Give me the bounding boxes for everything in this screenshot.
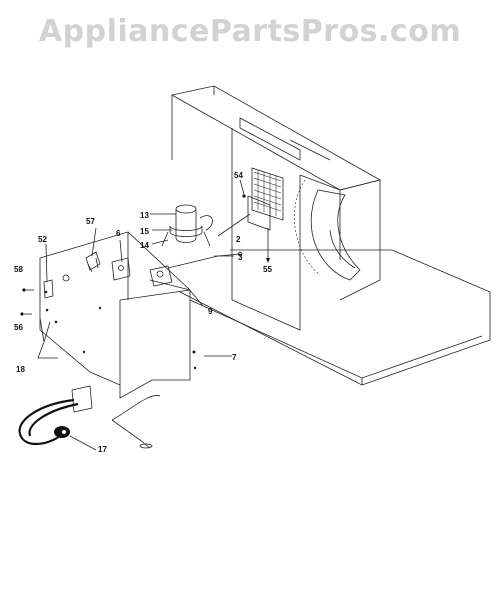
callout-7: 7 bbox=[232, 353, 237, 362]
cabinet-housing bbox=[170, 85, 491, 386]
leader-lines bbox=[37, 179, 251, 451]
selector-switch-57 bbox=[85, 251, 101, 273]
callout-9: 9 bbox=[208, 307, 213, 316]
capacitor-assembly bbox=[161, 204, 213, 247]
callout-14: 14 bbox=[140, 241, 149, 250]
filter-grille-assembly bbox=[242, 167, 284, 263]
callout-55: 55 bbox=[263, 265, 272, 274]
callout-3: 3 bbox=[238, 253, 243, 262]
watermark-logo: AppliancePartsPros.com bbox=[38, 14, 462, 49]
callout-labels: 2 3 6 7 9 13 14 15 17 18 52 54 55 56 57 … bbox=[14, 171, 272, 454]
callout-57: 57 bbox=[86, 217, 95, 226]
screws-56-58 bbox=[20, 288, 34, 316]
sensing-bulb-wire bbox=[111, 395, 161, 449]
callout-15: 15 bbox=[140, 227, 149, 236]
relay-part-9 bbox=[149, 251, 243, 287]
callout-52: 52 bbox=[38, 235, 47, 244]
thermostat-switch-6 bbox=[111, 257, 131, 281]
callout-2: 2 bbox=[236, 235, 241, 244]
terminal-52 bbox=[43, 274, 70, 299]
callout-58: 58 bbox=[14, 265, 23, 274]
callout-13: 13 bbox=[140, 211, 149, 220]
control-panel-bracket bbox=[39, 231, 197, 399]
callout-6: 6 bbox=[116, 229, 121, 238]
callout-18: 18 bbox=[16, 365, 25, 374]
power-cord-17 bbox=[18, 385, 93, 446]
callout-56: 56 bbox=[14, 323, 23, 332]
callout-17: 17 bbox=[98, 445, 107, 454]
callout-54: 54 bbox=[234, 171, 243, 180]
